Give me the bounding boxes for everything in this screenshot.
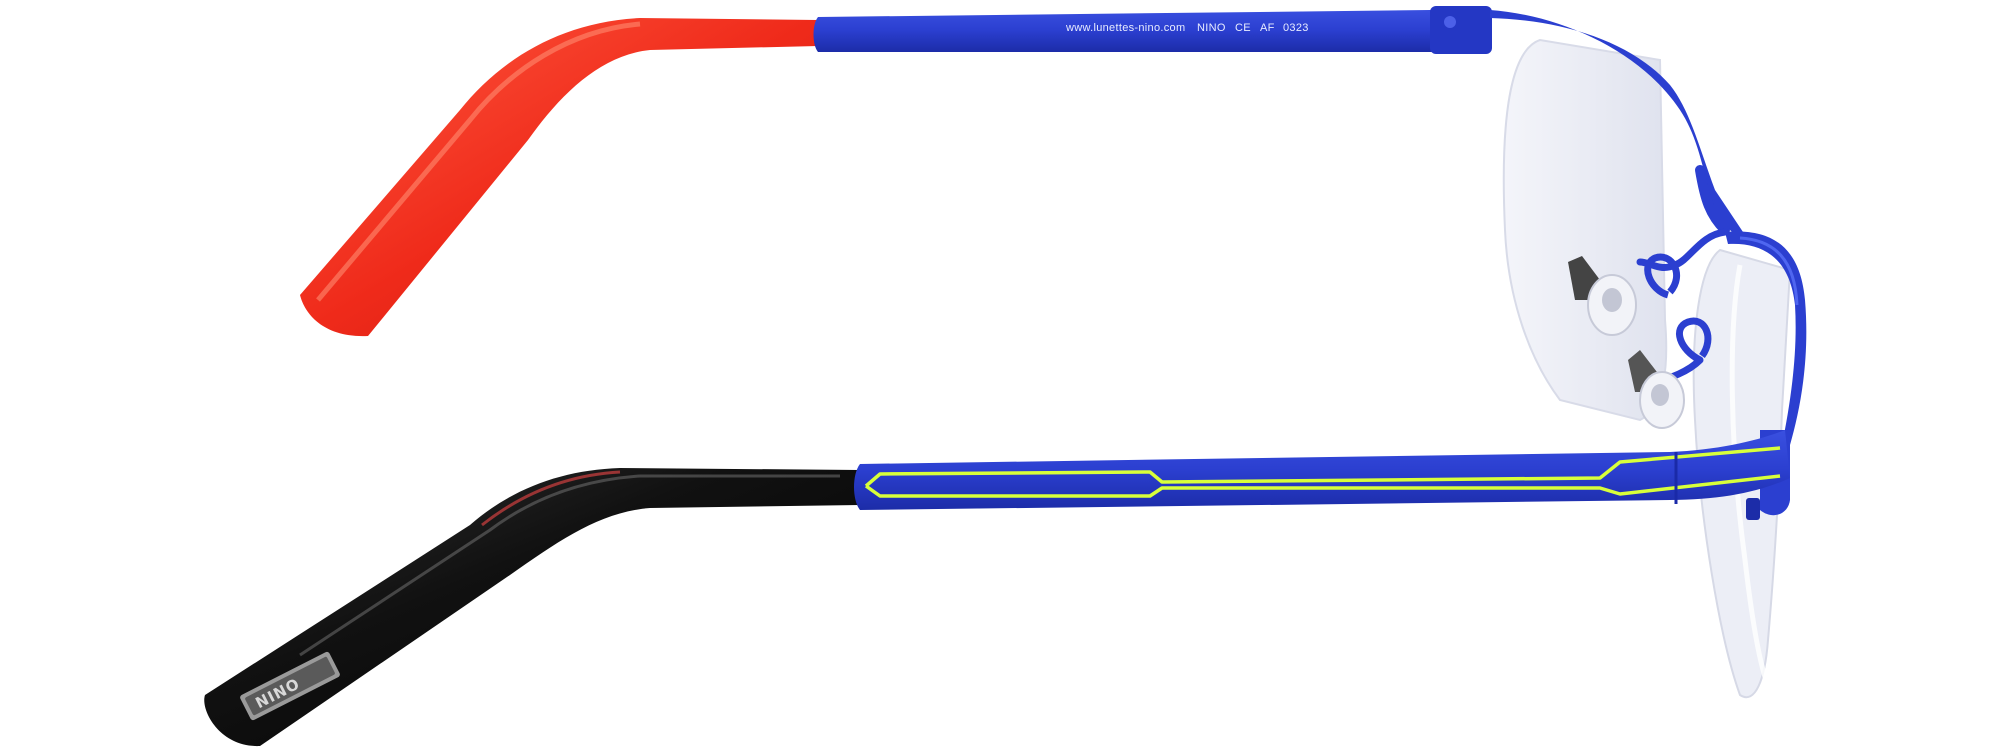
front-rim-highlight xyxy=(1739,236,1799,306)
back-temple-hinge xyxy=(1430,6,1492,54)
temple-imprint-url: www.lunettes-nino.com xyxy=(1065,22,1185,34)
back-temple-tip-red xyxy=(300,18,818,337)
back-temple: www.lunettes-nino.com NINO CE AF 0323 xyxy=(300,6,1492,337)
temple-imprint-ce: CE xyxy=(1235,22,1251,34)
back-temple-tip-highlight xyxy=(316,21,641,302)
back-rim xyxy=(1490,10,1745,235)
temple-imprint-model: NINO xyxy=(1197,22,1226,34)
front-lens-edge xyxy=(1729,264,1773,692)
nose-pad-arm-loop-1 xyxy=(1644,253,1681,299)
back-rim-lower xyxy=(1695,165,1730,235)
front-temple-stripe-top xyxy=(864,446,1781,488)
nose-pad-arm-loop-2 xyxy=(1676,317,1712,364)
front-temple-arm xyxy=(854,430,1790,510)
temple-imprint-code: AF xyxy=(1260,22,1275,34)
front-temple-stripe-bottom xyxy=(864,474,1781,498)
hinge-screw xyxy=(1444,16,1456,28)
nose-pad-lower xyxy=(1628,350,1685,429)
temple-imprint-ref: 0323 xyxy=(1283,22,1309,34)
front-temple-tip-red-core xyxy=(481,470,621,527)
front-temple-tip-shine xyxy=(299,474,840,657)
front-hinge-clip xyxy=(1746,498,1760,520)
back-temple-arm xyxy=(813,8,1490,53)
nose-pad-upper xyxy=(1568,256,1637,336)
front-temple-tip-black xyxy=(204,468,860,747)
front-frame xyxy=(1490,10,1807,698)
front-temple: NINO xyxy=(204,430,1790,747)
